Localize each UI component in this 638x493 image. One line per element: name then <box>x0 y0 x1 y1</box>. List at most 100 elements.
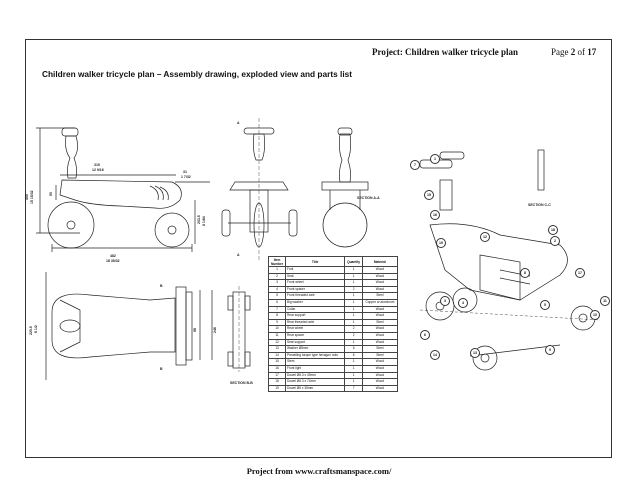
page-total: 17 <box>587 47 597 57</box>
cell-item-number: 15 <box>268 358 286 366</box>
cell-material: Steel <box>361 351 399 360</box>
page-indicator: Page 2 of 17 <box>551 47 596 57</box>
cell-material: Wood <box>361 331 399 340</box>
front-view: A A <box>221 118 298 260</box>
cell-quantity: 1 <box>344 338 363 347</box>
section-b-mark-top: B <box>160 284 163 288</box>
dim-482-in: 18 35/32 <box>106 259 120 263</box>
cell-title: Rear threaded axle <box>284 318 346 327</box>
cell-item-number: 4 <box>268 285 286 294</box>
cell-material: Wood <box>361 358 399 366</box>
cell-quantity: 6 <box>344 345 363 353</box>
section-cc-label: SECTION C-C <box>528 203 551 207</box>
page-current: 2 <box>570 47 576 57</box>
cell-quantity: 1 <box>344 312 363 320</box>
cell-item-number: 5 <box>268 292 286 300</box>
section-a-mark-top: A <box>237 121 240 125</box>
item-balloon: 6 <box>420 330 430 340</box>
side-view: 315 12 9/16 31 1 7/32 482 18 35/32 405 1… <box>25 127 210 263</box>
dim-98: 98 <box>193 328 197 332</box>
cell-item-number: 10 <box>268 325 286 333</box>
cell-item-number: 12 <box>268 338 286 347</box>
cell-item-number: 8 <box>268 312 286 320</box>
item-balloon: 12 <box>480 232 490 242</box>
item-balloon: 17 <box>575 268 585 278</box>
cell-title: Fork <box>284 266 346 274</box>
header-material: Material <box>361 256 399 267</box>
cell-material: Wood <box>361 305 399 314</box>
cell-title: Big washer <box>284 298 346 307</box>
cell-item-number: 6 <box>268 298 286 307</box>
cell-material: Wood <box>361 279 399 287</box>
dim-220: 220.5 <box>29 326 33 335</box>
dim-315-in: 12 9/16 <box>92 168 104 172</box>
cell-item-number: 9 <box>268 318 286 327</box>
parts-table-header: Item Number Title Quantity Material <box>268 256 399 267</box>
drawing-subtitle: Children walker tricycle plan – Assembly… <box>42 69 353 79</box>
cell-title: Seat support <box>284 338 346 347</box>
project-title: Project: Children walker tricycle plan <box>372 47 518 57</box>
cell-material: Wood <box>361 285 399 294</box>
cell-title: Front spacer <box>284 285 346 294</box>
cell-title: Washer Ø8mm <box>284 345 346 353</box>
cell-material: Steel <box>361 318 399 327</box>
dim-31-in: 1 7/32 <box>181 175 191 179</box>
section-a-mark-bottom: A <box>237 253 240 257</box>
item-balloon: 3 <box>440 296 450 306</box>
cell-material: Wood <box>361 325 399 333</box>
cell-material: Steel <box>361 345 399 353</box>
cell-quantity: 1 <box>344 318 363 327</box>
item-balloon: 10 <box>590 310 600 320</box>
cell-material: Copper or aluminum <box>361 298 399 307</box>
item-balloon: 5 <box>540 300 550 310</box>
cell-title: Dowel Ø6.3 x 49mm <box>284 371 346 380</box>
cell-material: Steel <box>361 292 399 300</box>
cell-title: Stem <box>284 358 346 366</box>
item-balloon: 1 <box>430 154 440 164</box>
item-balloon: 15 <box>424 190 434 200</box>
footer-source: Project from www.craftsmanspace.com/ <box>246 466 392 476</box>
item-balloon: 19 <box>436 238 446 248</box>
header-quantity: Quantity <box>344 256 363 267</box>
cell-quantity: 1 <box>344 292 363 300</box>
cell-material: Wood <box>361 384 399 393</box>
cell-item-number: 14 <box>268 351 286 360</box>
dim-315: 315 <box>94 163 100 167</box>
item-balloon: 4 <box>458 298 468 308</box>
cell-quantity: 1 <box>344 358 363 366</box>
cell-item-number: 3 <box>268 279 286 287</box>
cell-title: Prevailing torque type hexagon nuts <box>284 351 346 360</box>
cell-item-number: 11 <box>268 331 286 340</box>
cell-material: Wood <box>361 338 399 347</box>
cell-title: Front threaded axle <box>284 292 346 300</box>
cell-quantity: 1 <box>344 378 363 386</box>
dim-405: 405 <box>25 194 29 200</box>
cell-title: Rear wheel <box>284 325 346 333</box>
item-balloon: 11 <box>600 296 610 306</box>
exploded-view: SECTION C-C <box>419 149 601 371</box>
cell-quantity: 1 <box>344 279 363 287</box>
cell-title: Seat <box>284 272 346 281</box>
cell-quantity: 2 <box>344 331 363 340</box>
cell-item-number: 13 <box>268 345 286 353</box>
item-balloon: 9 <box>545 345 555 355</box>
cell-item-number: 16 <box>268 364 286 373</box>
item-balloon: 14 <box>430 350 440 360</box>
section-aa-view: SECTION A-A <box>321 127 380 248</box>
cell-item-number: 17 <box>268 371 286 380</box>
cell-quantity: 1 <box>344 272 363 281</box>
